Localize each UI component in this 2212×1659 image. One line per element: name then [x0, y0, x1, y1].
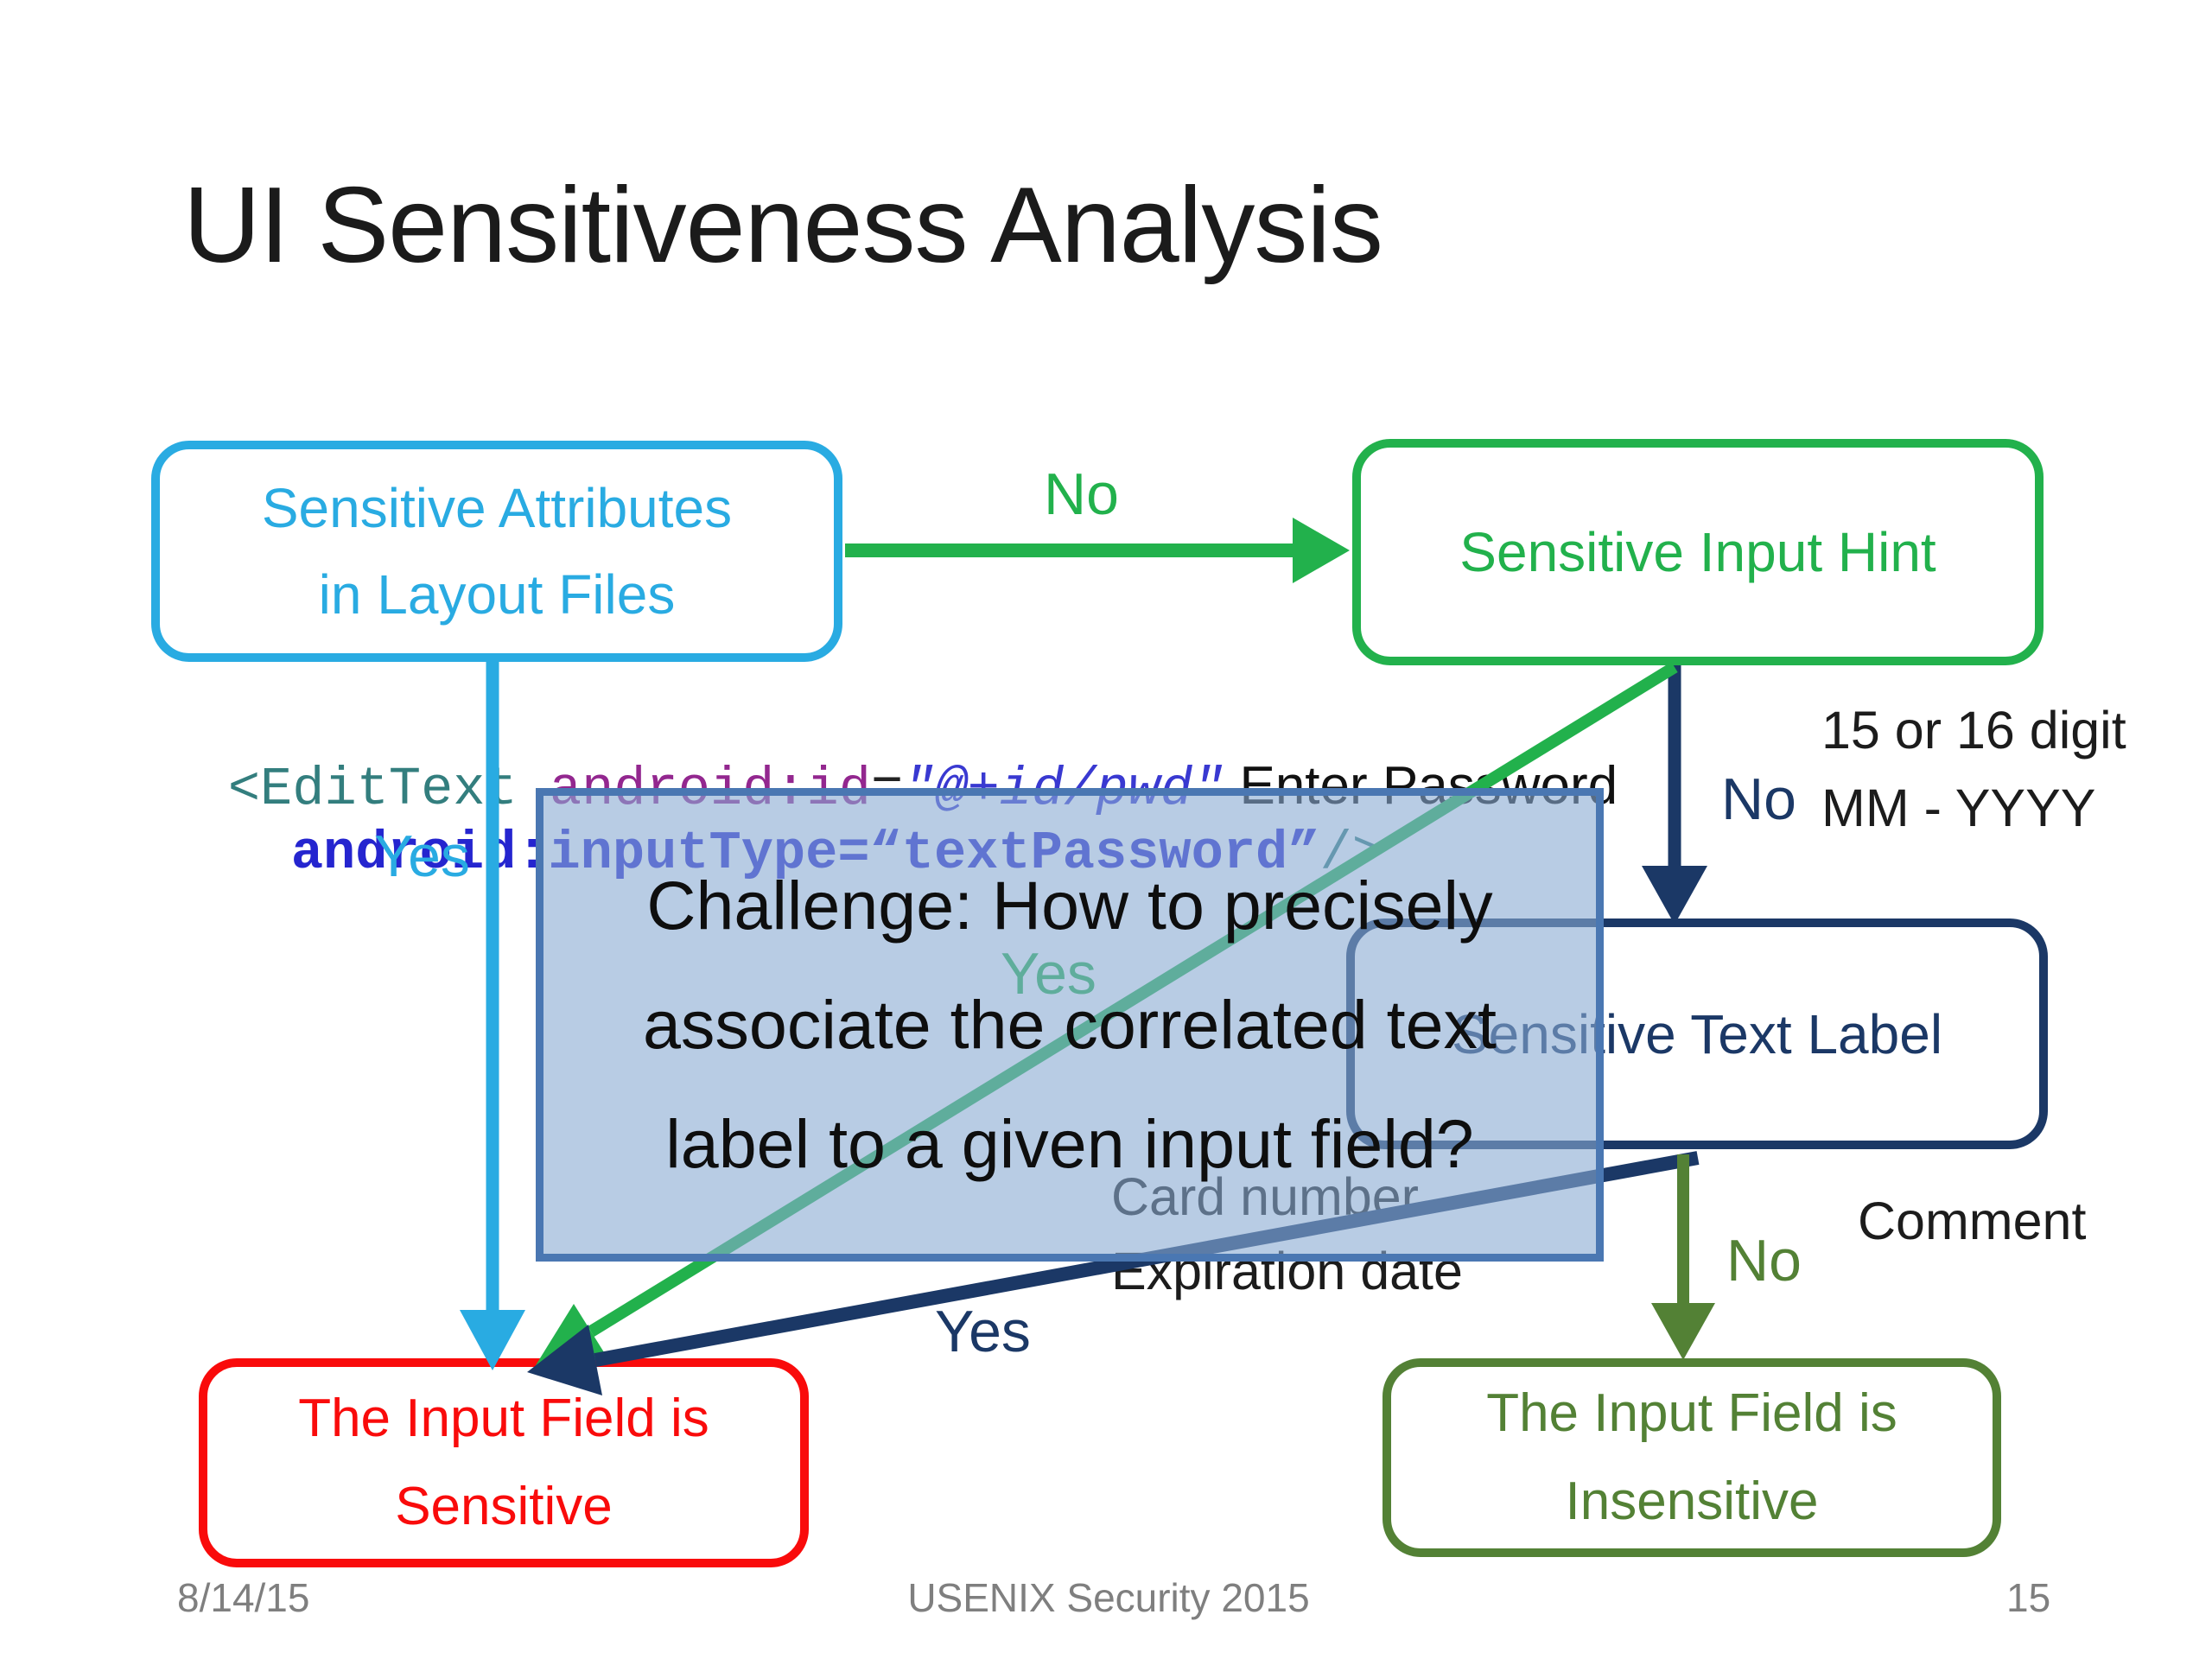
arrowhead-no-attrs-to-hint — [1293, 518, 1350, 583]
arrowhead-no-text-label-to-insensitive — [1651, 1303, 1715, 1360]
challenge-callout: Challenge: How to precisely associate th… — [536, 788, 1604, 1262]
challenge-text-line: Challenge: How to precisely — [646, 867, 1493, 944]
challenge-text-line: label to a given input field? — [665, 1105, 1474, 1182]
annotation-date-format: MM - YYYY — [1821, 779, 2096, 837]
node-label-line: Sensitive Input Hint — [1459, 521, 1936, 583]
node-label-line: in Layout Files — [318, 563, 676, 626]
node-label-line: Insensitive — [1565, 1471, 1819, 1531]
edge-label-no-to-text-label: No — [1721, 766, 1796, 832]
node-sensitive-input-hint: Sensitive Input Hint — [1352, 439, 2044, 665]
node-label-line: The Input Field is — [1486, 1383, 1897, 1443]
edge-label-no-to-hint: No — [1044, 461, 1119, 527]
footer-venue: USENIX Security 2015 — [907, 1575, 1310, 1620]
footer-date: 8/14/15 — [177, 1575, 310, 1620]
annotation-digits: 15 or 16 digit — [1821, 701, 2126, 760]
node-label-line: Sensitive Attributes — [261, 477, 733, 539]
annotation-comment: Comment — [1858, 1192, 2087, 1250]
edge-label-yes-from-text-label: Yes — [935, 1299, 1031, 1364]
node-input-field-insensitive: The Input Field is Insensitive — [1382, 1358, 2001, 1557]
node-input-field-sensitive: The Input Field is Sensitive — [199, 1358, 809, 1567]
edge-label-yes-from-attrs: Yes — [374, 823, 470, 889]
footer-page-number: 15 — [2006, 1575, 2051, 1620]
slide-title: UI Sensitiveness Analysis — [183, 166, 1383, 285]
edge-label-no-to-insensitive: No — [1726, 1228, 1802, 1294]
challenge-text-line: associate the correlated text — [642, 986, 1497, 1063]
arrowhead-yes-hint-to-sensitive — [536, 1304, 608, 1365]
arrowhead-no-hint-to-text-label — [1642, 866, 1707, 925]
node-sensitive-attributes: Sensitive Attributes in Layout Files — [151, 441, 842, 662]
code-tag-open: <EditText — [227, 759, 550, 820]
node-label-line: Sensitive — [395, 1477, 613, 1536]
node-label-line: The Input Field is — [298, 1389, 709, 1448]
